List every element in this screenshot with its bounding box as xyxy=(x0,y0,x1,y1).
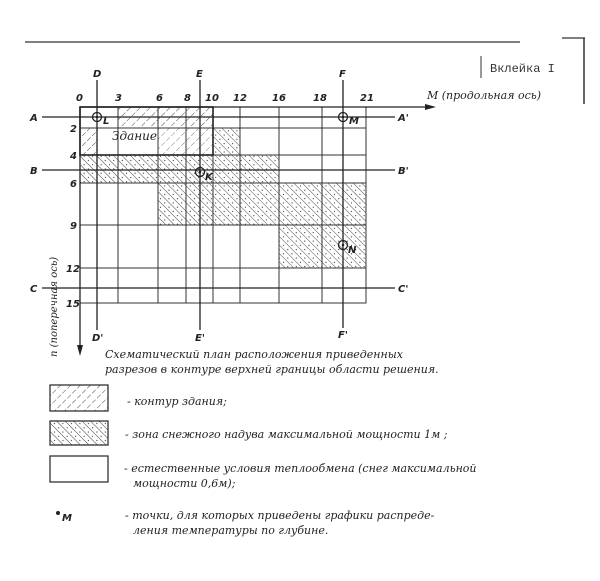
legend-text-points: - точки, для которых приведены графики р… xyxy=(125,509,435,522)
svg-text:D: D xyxy=(93,69,101,80)
section-lines xyxy=(42,80,395,330)
svg-text:N: N xyxy=(348,245,357,256)
svg-text:4: 4 xyxy=(69,151,77,162)
svg-text:12: 12 xyxy=(66,264,80,275)
svg-text:6: 6 xyxy=(156,93,163,104)
legend-point-icon xyxy=(56,511,60,515)
m-axis-arrow-icon xyxy=(425,104,436,110)
section-labels: A A' B B' C C' D D' E E' F F' xyxy=(29,69,409,344)
legend-text-snow: - зона снежного надува максимальной мощн… xyxy=(125,428,448,441)
svg-text:L: L xyxy=(103,116,109,127)
snow-zone-hatch xyxy=(80,128,366,268)
x-ticks: 0 3 6 8 10 12 16 18 21 xyxy=(76,93,374,104)
svg-text:0: 0 xyxy=(76,93,83,104)
svg-text:C: C xyxy=(30,284,38,295)
legend-point-symbol: M xyxy=(62,513,72,524)
svg-text:8: 8 xyxy=(184,93,191,104)
legend-text-building: - контур здания; xyxy=(127,395,227,408)
svg-text:9: 9 xyxy=(70,221,77,232)
legend-text-natural: - естественные условия теплообмена (снег… xyxy=(124,462,477,475)
building-label: Здание xyxy=(112,129,157,143)
point-markers: L M K N xyxy=(91,111,359,256)
svg-text:A: A xyxy=(29,113,38,124)
svg-text:K: K xyxy=(205,172,214,183)
svg-text:15: 15 xyxy=(66,299,80,310)
svg-text:B': B' xyxy=(398,166,409,177)
svg-text:B: B xyxy=(30,166,38,177)
legend: - контур здания; - зона снежного надува … xyxy=(49,384,477,537)
svg-text:21: 21 xyxy=(360,93,374,104)
svg-text:16: 16 xyxy=(272,93,286,104)
caption-line-2: разрезов в контуре верхней границы облас… xyxy=(105,363,439,376)
legend-swatch-building xyxy=(49,384,109,412)
svg-text:10: 10 xyxy=(205,93,219,104)
svg-text:M: M xyxy=(349,116,359,127)
m-axis-label: M (продольная ось) xyxy=(426,89,541,102)
svg-text:E': E' xyxy=(195,333,205,344)
legend-swatch-natural xyxy=(49,455,109,483)
svg-text:D': D' xyxy=(92,333,103,344)
insert-label: Вклейка I xyxy=(490,62,555,76)
legend-text-points-2: ления температуры по глубине. xyxy=(133,524,328,537)
legend-text-natural-2: мощности 0,6м); xyxy=(133,477,236,490)
n-axis-label: n (поперечная ось) xyxy=(49,257,60,357)
svg-text:F': F' xyxy=(338,330,348,341)
caption-line-1: Схематический план расположения приведен… xyxy=(105,348,404,361)
n-axis-arrow-icon xyxy=(77,345,83,356)
svg-text:E: E xyxy=(196,69,203,80)
svg-text:2: 2 xyxy=(70,124,77,135)
svg-text:3: 3 xyxy=(115,93,122,104)
legend-swatch-snow xyxy=(49,420,109,446)
svg-text:18: 18 xyxy=(313,93,327,104)
svg-text:C': C' xyxy=(398,284,408,295)
svg-text:12: 12 xyxy=(233,93,247,104)
svg-text:A': A' xyxy=(397,113,409,124)
svg-text:F: F xyxy=(339,69,346,80)
y-ticks: 2 4 6 9 12 15 xyxy=(66,124,80,310)
svg-text:6: 6 xyxy=(70,179,77,190)
